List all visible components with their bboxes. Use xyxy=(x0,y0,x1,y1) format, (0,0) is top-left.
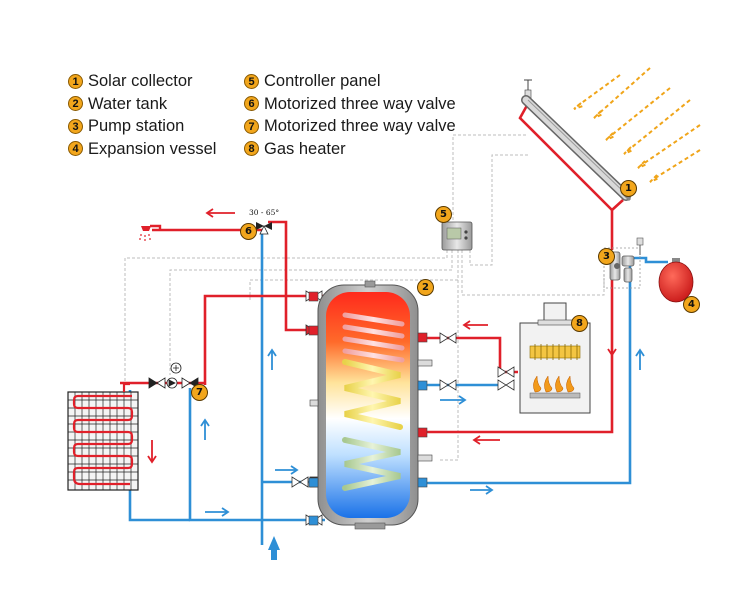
legend-number-badge: 5 xyxy=(244,73,259,89)
legend-number-badge: 4 xyxy=(68,141,83,157)
legend-number-badge: 6 xyxy=(244,96,259,112)
legend-item: 6 Motorized three way valve xyxy=(244,93,456,116)
legend-number-badge: 2 xyxy=(68,96,83,112)
pump-group-left xyxy=(148,362,199,389)
legend-left: 1 Solar collector 2 Water tank 3 Pump stati… xyxy=(68,70,216,160)
marker-valve-left: 7 xyxy=(191,384,208,401)
marker-controller-panel: 5 xyxy=(435,206,452,223)
legend-label: Pump station xyxy=(88,117,185,135)
marker-water-tank: 2 xyxy=(417,279,434,296)
marker-valve-top: 6 xyxy=(240,223,257,240)
signal-wires xyxy=(124,134,605,461)
expansion-vessel-icon xyxy=(658,258,694,303)
marker-expansion-vessel: 4 xyxy=(683,296,700,313)
marker-gas-heater: 8 xyxy=(571,315,588,332)
pump-station-icon xyxy=(603,237,644,289)
legend-label: Controller panel xyxy=(264,72,381,90)
legend-item: 8 Gas heater xyxy=(244,138,456,161)
legend-number-badge: 3 xyxy=(68,118,83,134)
flow-arrows xyxy=(147,208,645,517)
solar-collector-icon xyxy=(521,79,632,202)
sun-rays xyxy=(573,67,701,183)
shower-head-icon xyxy=(139,224,162,241)
legend-item: 3 Pump station xyxy=(68,115,216,138)
legend-label: Motorized three way valve xyxy=(264,117,456,135)
legend-number-badge: 1 xyxy=(68,73,83,89)
gas-heater-icon xyxy=(519,302,591,414)
legend-item: 1 Solar collector xyxy=(68,70,216,93)
legend-number-badge: 8 xyxy=(244,141,259,157)
cold-inlet-arrow xyxy=(268,536,280,560)
legend-label: Gas heater xyxy=(264,139,346,158)
marker-solar-collector: 1 xyxy=(620,180,637,197)
temperature-range-label: 30 - 65° xyxy=(249,208,280,217)
controller-panel-icon xyxy=(441,221,473,251)
legend-item: 2 Water tank xyxy=(68,93,216,116)
radiator-icon xyxy=(67,382,139,491)
legend-item: 4 Expansion vessel xyxy=(68,138,216,161)
legend-label: Water tank xyxy=(88,94,168,113)
legend-label: Motorized three way valve xyxy=(264,94,456,113)
legend-label: Expansion vessel xyxy=(88,139,217,158)
water-tank xyxy=(308,280,433,530)
marker-pump-station: 3 xyxy=(598,248,615,265)
legend-label: Solar collector xyxy=(88,72,193,90)
legend-number-badge: 7 xyxy=(244,118,259,134)
three-way-valve-top xyxy=(256,222,272,235)
legend-item: 7 Motorized three way valve xyxy=(244,115,456,138)
legend-item: 5 Controller panel xyxy=(244,70,456,93)
